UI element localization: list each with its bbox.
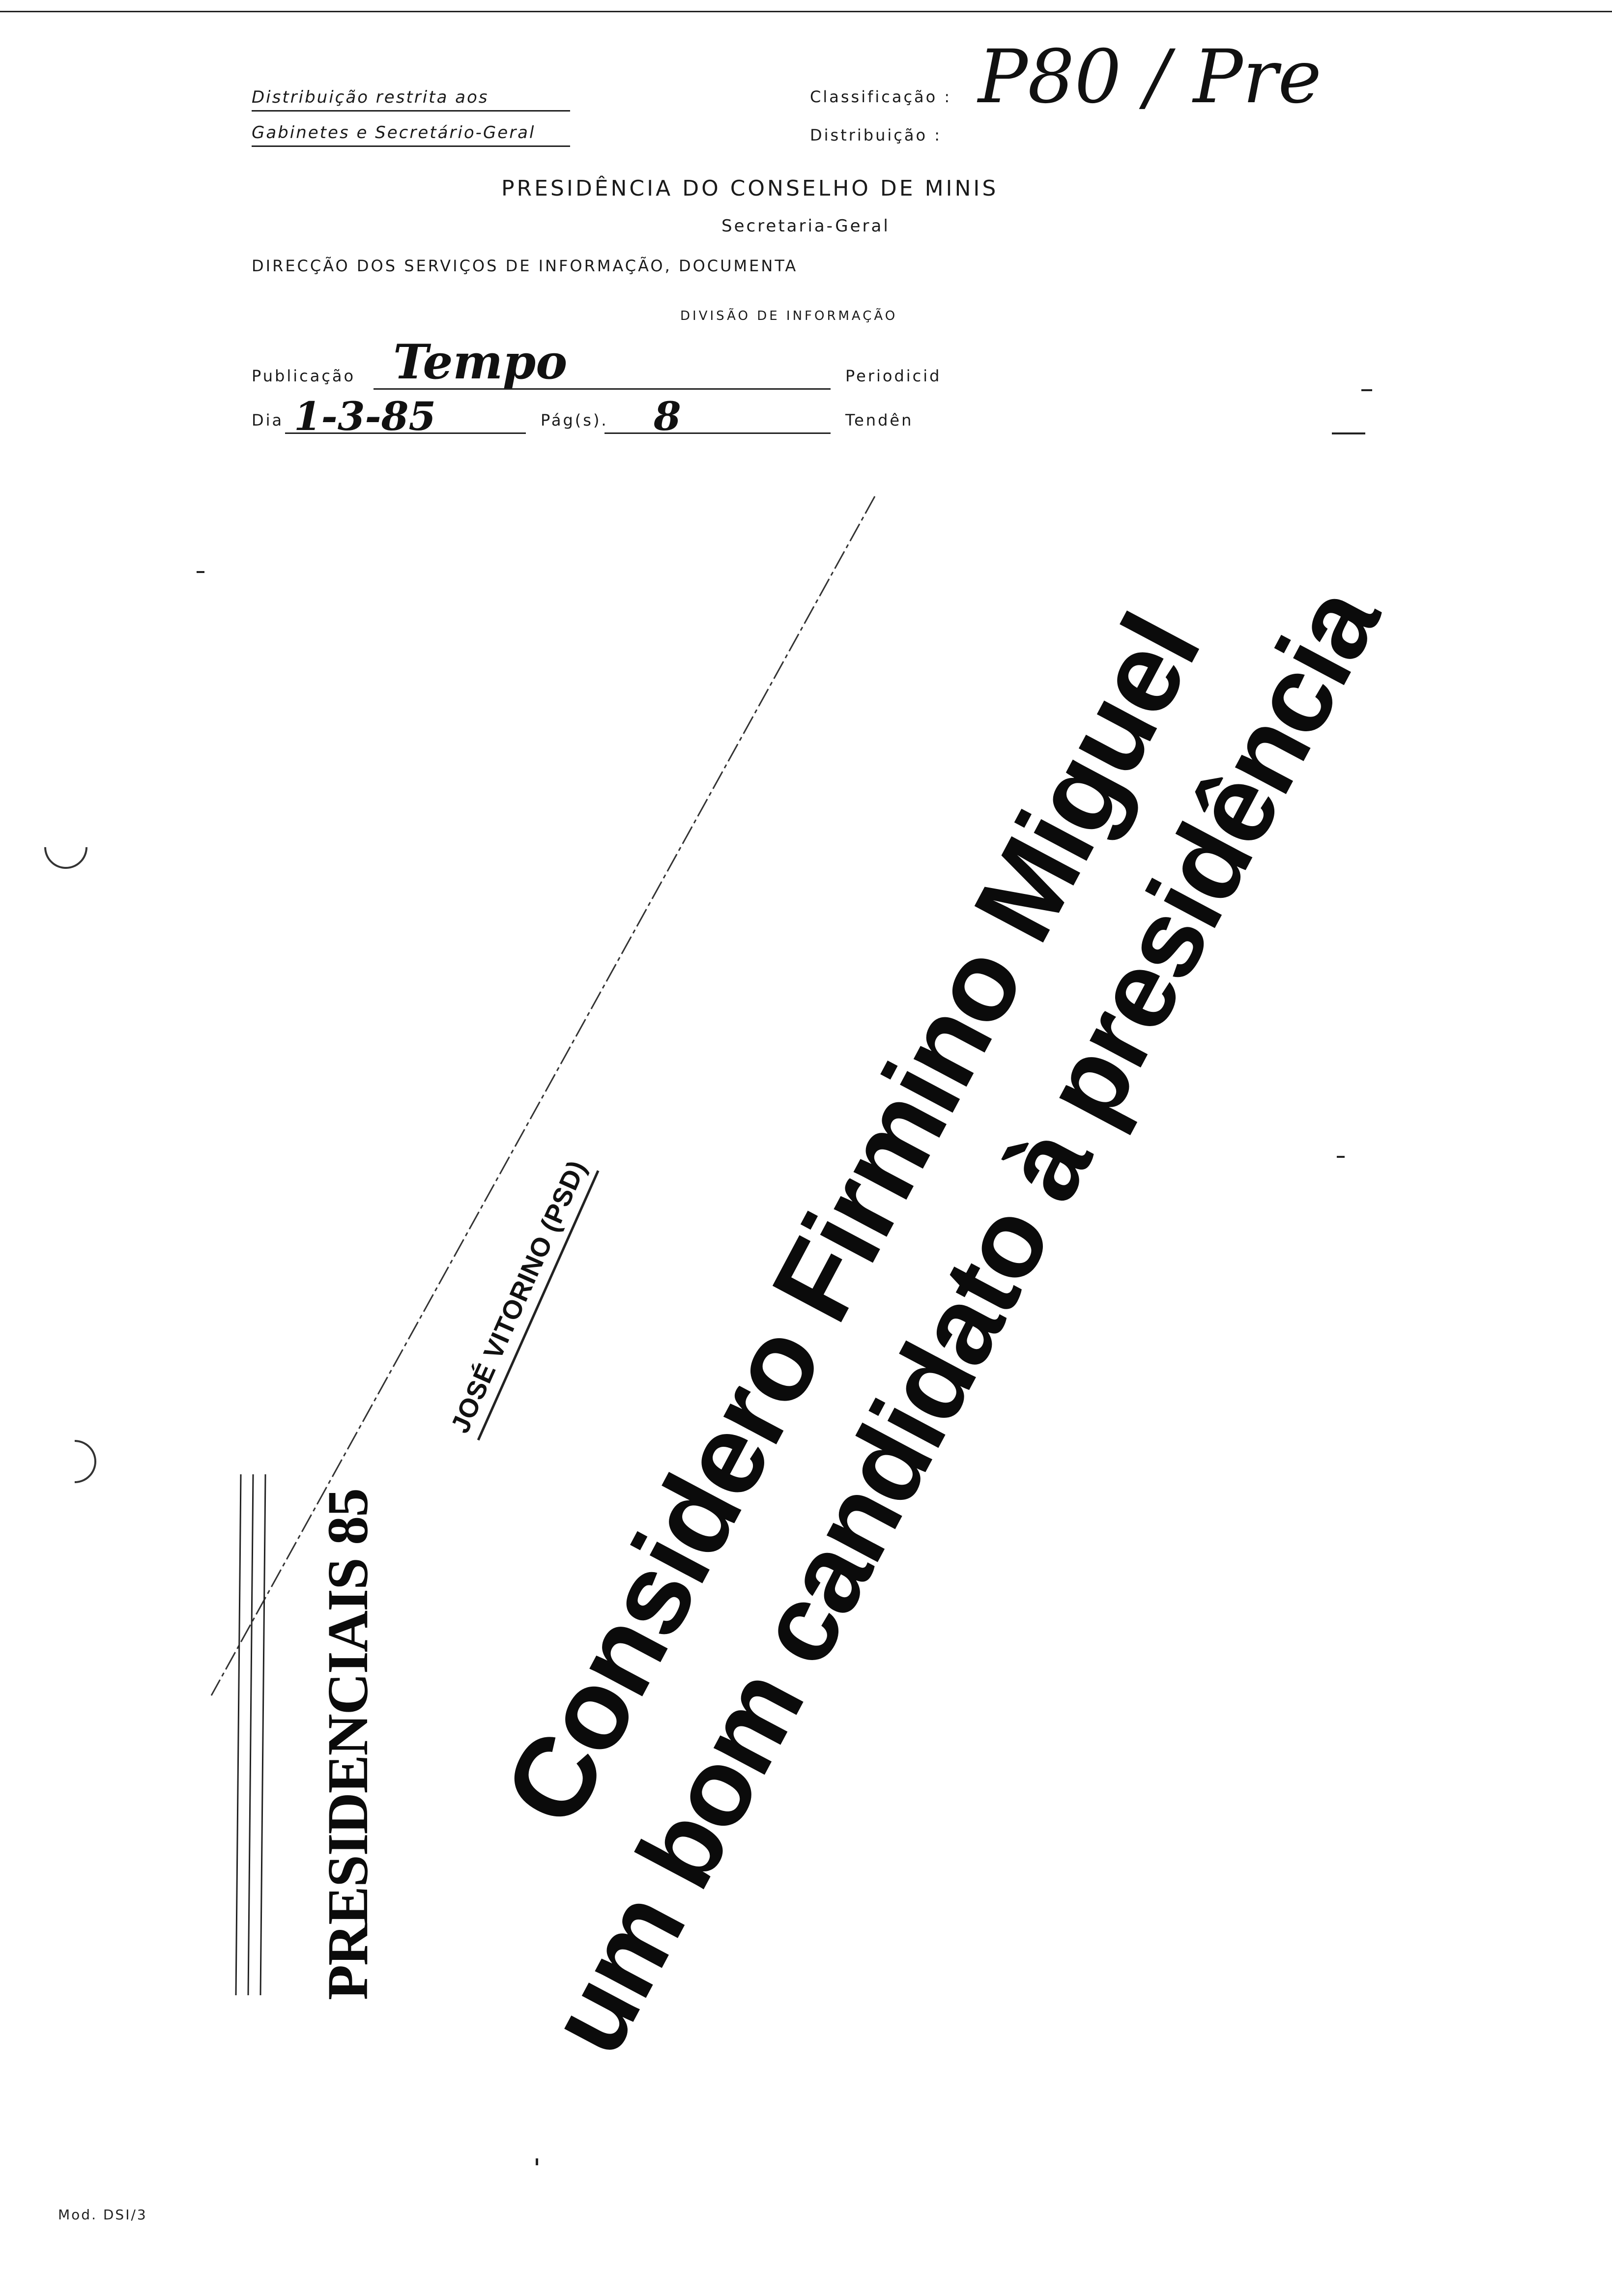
- publicacao-label: Publicação: [252, 367, 356, 385]
- dia-value: 1-3-85: [294, 393, 436, 439]
- pags-label: Pág(s).: [541, 411, 608, 430]
- top-border-line: [0, 11, 1612, 12]
- pags-value: 8: [654, 393, 681, 439]
- tendencia-label: Tendên: [845, 411, 914, 430]
- form-title: PRESIDÊNCIA DO CONSELHO DE MINIS: [501, 176, 999, 201]
- pags-field-line: [604, 432, 831, 434]
- kicker-presidenciais: PRESIDENCIAIS 85: [316, 1489, 380, 2000]
- divisao-line: DIVISÃO DE INFORMAÇÃO: [680, 309, 898, 323]
- margin-tick: [197, 571, 204, 573]
- margin-tick: [1332, 432, 1365, 434]
- direccao-line: DIRECÇÃO DOS SERVIÇOS DE INFORMAÇÃO, DOC…: [252, 257, 798, 275]
- hole-punch-mark: [35, 816, 97, 878]
- model-code: Mod. DSI/3: [58, 2207, 147, 2223]
- distribution-note-line2: Gabinetes e Secretário-Geral: [252, 123, 570, 147]
- periodicidade-label: Periodicid: [845, 367, 942, 385]
- form-header: Distribuição restrita aos Gabinetes e Se…: [0, 0, 1612, 491]
- handwritten-reference: P80 / Pre: [978, 34, 1322, 120]
- publicacao-field-line: [374, 388, 831, 390]
- margin-tick: [1361, 389, 1372, 391]
- dia-field-line: [285, 432, 526, 434]
- classificacao-label: Classificação :: [810, 87, 952, 106]
- byline-author: JOSÉ VITORINO (PSD): [445, 1155, 600, 1441]
- dia-label: Dia: [252, 411, 284, 430]
- headline-line1: Considero Firmino Miguel: [479, 595, 1224, 1844]
- hole-punch-mark: [44, 1431, 106, 1492]
- headline-line2: um bom candidato à presidência: [525, 569, 1402, 2073]
- margin-tick: [536, 2158, 538, 2165]
- distribuicao-label: Distribuição :: [810, 126, 942, 144]
- distribution-note-line1: Distribuição restrita aos: [252, 87, 570, 112]
- form-subtitle: Secretaria-Geral: [721, 216, 890, 236]
- publicacao-value: Tempo: [393, 334, 568, 390]
- margin-tick: [1337, 1156, 1345, 1158]
